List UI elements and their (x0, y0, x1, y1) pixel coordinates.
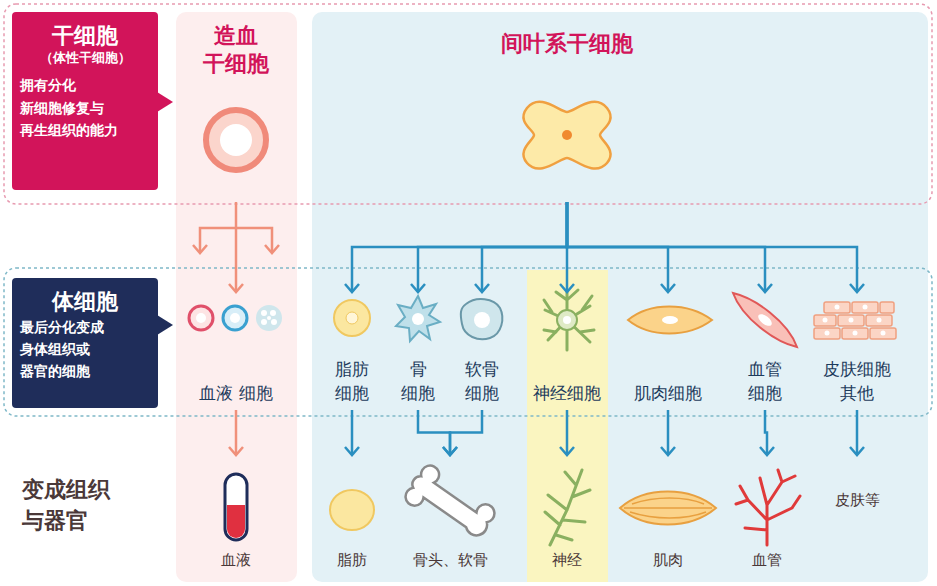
somatic-cell-callout: 体细胞最后分化变成 身体组织或 器官的细胞 (12, 278, 158, 408)
cell-node: 血液 细胞 (186, 292, 286, 410)
node-title: 血液 (221, 551, 251, 571)
arrow-connector (560, 410, 574, 455)
cartilage-cell-icon (461, 299, 503, 339)
arrow-connector (661, 410, 675, 455)
node-title: 肌肉 (653, 551, 683, 571)
arrow-connector (443, 410, 482, 455)
arrow-connector (411, 202, 567, 292)
node-text: （体性干细胞） (20, 50, 150, 67)
bone-cell-icon (396, 296, 440, 341)
tissue-node: 皮肤等 (812, 455, 902, 555)
cell-node: 软骨 细胞 (454, 292, 510, 410)
node-text: 拥有分化 新细胞修复与 再生组织的能力 (20, 74, 150, 141)
skin-cells-icon (814, 302, 896, 339)
tissue-node: 血液 (186, 455, 286, 578)
nucleus (562, 130, 572, 140)
stem-cell-callout: 干细胞（体性干细胞） 拥有分化 新细胞修复与 再生组织的能力 (12, 12, 158, 190)
nerve-cell-icon (544, 290, 594, 350)
node-title: 脂肪 (337, 551, 367, 571)
stem-cell-node: 造血 干细胞 (186, 22, 286, 202)
node-title: 神经细胞 (533, 382, 601, 406)
arrow-connector (229, 410, 243, 455)
callout-pointer (157, 92, 173, 112)
cell-node: 皮肤细胞 其他 (812, 292, 902, 410)
arrow-head (193, 245, 207, 253)
node-title: 肌肉细胞 (634, 382, 702, 406)
node-title: 脂肪 细胞 (322, 358, 382, 406)
fat-tissue-icon (330, 490, 374, 530)
cell-node: 血管 细胞 (733, 292, 797, 410)
tissue-node: 脂肪 (317, 455, 387, 578)
red-blood-cell (189, 306, 213, 330)
vessel-tissue-icon (736, 470, 800, 545)
stem-cell-icon (206, 110, 266, 170)
platelet (256, 305, 282, 331)
node-title: 软骨 细胞 (454, 358, 510, 406)
arrow-head (265, 245, 279, 253)
somatic-band (4, 268, 932, 416)
tissue-node: 肌肉 (618, 455, 718, 578)
arrow-connector (850, 410, 864, 455)
arrow-connector (345, 202, 567, 292)
node-title: 干细胞 (20, 22, 150, 50)
mesenchymal-cell-icon (523, 102, 610, 169)
arrow-connector (567, 202, 864, 292)
tissue-node: 神经 (532, 455, 602, 578)
cell-node: 脂肪 细胞 (322, 292, 382, 410)
node-title: 皮肤细胞 其他 (812, 358, 902, 406)
muscle-cell-icon (628, 307, 712, 334)
node-title: 骨 细胞 (393, 358, 443, 406)
muscle-tissue-icon (620, 492, 716, 525)
arrow-connector (345, 410, 359, 455)
stem-band (4, 4, 932, 204)
node-title: 神经 (552, 551, 582, 571)
arrow-connector (760, 410, 774, 455)
arrow-connector (475, 202, 567, 292)
hematopoietic-panel (176, 12, 297, 582)
cell-node: 骨 细胞 (393, 292, 443, 410)
stem-cell-core (220, 124, 252, 156)
tissue-node: 骨头、软骨 (395, 455, 505, 578)
node-title: 骨头、软骨 (413, 551, 488, 571)
cell-node: 神经细胞 (527, 292, 607, 410)
fat-cell-icon (334, 300, 370, 336)
nerve-tissue-icon (545, 470, 590, 545)
tissue-node: 血管 (732, 455, 802, 578)
node-title: 造血 干细胞 (186, 22, 286, 77)
cell-node: 肌肉细胞 (618, 292, 718, 410)
bone-icon (401, 461, 499, 548)
node-title: 血管 (752, 551, 782, 571)
node-title: 血液 细胞 (199, 382, 272, 406)
node-title: 间叶系干细胞 (501, 30, 633, 58)
white-blood-cell (223, 306, 247, 330)
nerve-highlight (527, 270, 608, 582)
row-label: 变成组织 与器官 (22, 475, 132, 537)
arrow-connector (229, 202, 243, 292)
blood-tube (225, 474, 247, 540)
mesenchymal-panel (312, 12, 928, 582)
node-title: 皮肤等 (835, 491, 880, 511)
node-title: 体细胞 (20, 288, 150, 316)
node-title: 血管 细胞 (733, 358, 797, 406)
stem-cell-node: 间叶系干细胞 (457, 30, 677, 202)
node-text: 最后分化变成 身体组织或 器官的细胞 (20, 316, 150, 383)
vessel-cell-icon (733, 293, 797, 347)
callout-pointer (157, 315, 173, 335)
